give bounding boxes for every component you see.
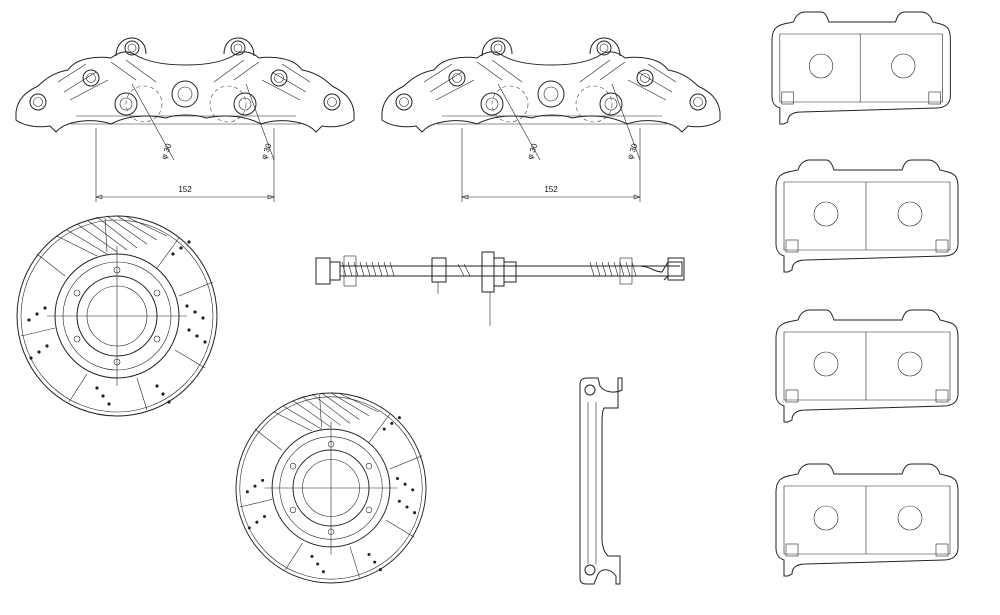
caliper-front-dia-right-dim: φ 30: [259, 142, 273, 161]
brake-pad-4: [775, 463, 959, 577]
brake-disc-small: [235, 392, 427, 584]
brake-disc-large: [16, 215, 218, 417]
caliper-front-dia-left-dim: φ 30: [159, 142, 173, 161]
mounting-bracket: [579, 377, 623, 585]
brake-hose-assembly: [315, 251, 685, 326]
brake-pad-3: [775, 309, 959, 423]
caliper-front: 152 φ 30 φ 30: [15, 37, 355, 203]
caliper-rear-dia-right-dim: φ 30: [625, 142, 639, 161]
caliper-rear: 152 φ 30 φ 30: [381, 37, 721, 203]
brake-pad-1: [771, 11, 951, 125]
caliper-front-width-dim: 152: [178, 185, 192, 194]
caliper-rear-dia-left-dim: φ 30: [525, 142, 539, 161]
brake-pad-2: [775, 159, 959, 273]
caliper-rear-width-dim: 152: [544, 185, 558, 194]
